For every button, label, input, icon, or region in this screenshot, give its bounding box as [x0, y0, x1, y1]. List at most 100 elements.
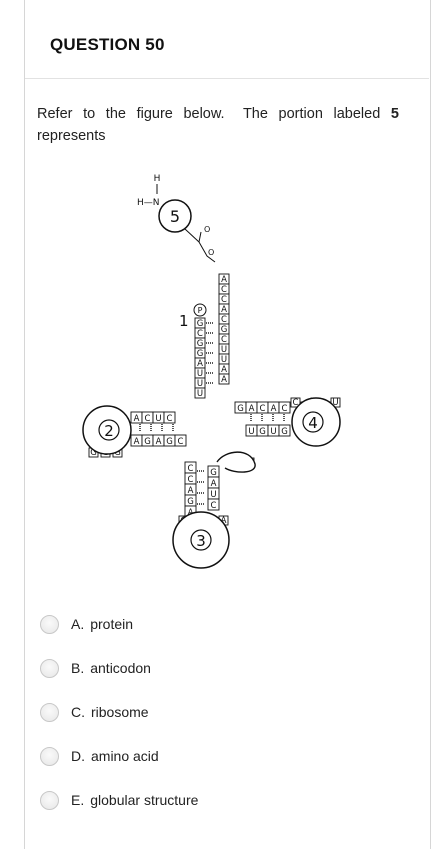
nt-t-bottom: U: [248, 427, 254, 437]
nt-d-top: A: [134, 414, 140, 424]
nt-ac-loop: A: [221, 516, 227, 526]
nt-t-top: G: [237, 404, 244, 414]
question-title: QUESTION 50: [50, 35, 165, 54]
label-3: 3: [196, 532, 206, 550]
nt-stem-3: G: [221, 325, 228, 335]
nt-stem-3: A: [221, 365, 227, 375]
label-h-top: H: [154, 174, 161, 184]
nt-stem-5-box: [194, 387, 206, 399]
label-carbonyl-o: O: [204, 225, 210, 234]
option-c[interactable]: C. ribosome: [40, 690, 420, 734]
nt-stem-5: G: [197, 349, 204, 359]
nt-acceptor-3: C: [221, 295, 227, 305]
nt-stem-3: U: [221, 345, 227, 355]
label-5: 5: [170, 207, 180, 226]
nt-t-loop-box: [290, 397, 301, 408]
nt-d-loop: G: [90, 448, 97, 458]
nt-t-top: C: [260, 404, 266, 414]
label-h-left: H—N: [137, 198, 160, 208]
option-d[interactable]: D. amino acid: [40, 734, 420, 778]
nt-ac-left: C: [188, 475, 194, 485]
nt-d-bottom: C: [178, 437, 184, 447]
prompt-text-2: The portion labeled: [242, 106, 381, 122]
title-divider: [25, 78, 429, 79]
nt-acceptor-3: A: [221, 305, 227, 315]
nt-stem-5: U: [197, 369, 203, 379]
nt-d-loop: G: [114, 448, 121, 458]
option-c-letter: C.: [71, 704, 85, 720]
question-prompt: Refer to the figure below. The portion l…: [37, 103, 399, 147]
prompt-bold-label: 5: [390, 106, 399, 122]
nt-t-bottom: G: [281, 427, 288, 437]
nt-d-top: C: [145, 414, 151, 424]
radio-e[interactable]: [40, 790, 59, 810]
option-a-text: protein: [90, 616, 134, 632]
nt-t-top: C: [282, 404, 288, 414]
nt-ac-right: C: [211, 501, 217, 511]
option-b[interactable]: B. anticodon: [40, 646, 420, 690]
label-2: 2: [104, 422, 114, 440]
nt-t-bottom: U: [270, 427, 276, 437]
nt-stem-5: A: [197, 359, 203, 369]
nt-stem-5: G: [197, 319, 204, 329]
circle-4: [302, 411, 324, 433]
option-a-letter: A.: [71, 616, 85, 632]
nt-stem-3: U: [221, 355, 227, 365]
nt-stem-5: C: [197, 329, 203, 339]
nt-acceptor-3: A: [221, 275, 227, 285]
label-phosphate: P: [198, 306, 203, 315]
circle-2: [98, 419, 120, 441]
nt-t-top: A: [271, 404, 277, 414]
prompt-text-3: represents: [37, 128, 106, 144]
option-e[interactable]: E. globular structure: [40, 778, 420, 822]
nt-ac-right: U: [210, 490, 216, 500]
nt-stem-5: G: [197, 339, 204, 349]
option-a[interactable]: A. protein: [40, 602, 420, 646]
nt-ac-right: G: [210, 468, 217, 478]
nt-stem-3: A: [221, 375, 227, 385]
nt-t-top: A: [249, 404, 255, 414]
nt-d-bottom: G: [144, 437, 151, 447]
nt-stem-3-box: [218, 373, 230, 385]
option-d-text: amino acid: [91, 748, 159, 764]
option-e-text: globular structure: [90, 792, 199, 808]
nt-ac-left: G: [187, 497, 194, 507]
nt-t-loop: U: [332, 398, 338, 408]
nt-stem-3: C: [221, 335, 227, 345]
nt-acceptor-3: C: [221, 285, 227, 295]
option-e-letter: E.: [71, 792, 85, 808]
prompt-text-1: Refer to the figure below.: [37, 106, 225, 122]
nt-d-bottom: G: [166, 437, 173, 447]
radio-b[interactable]: [40, 658, 59, 678]
label-ester-o: O: [208, 248, 214, 257]
option-c-text: ribosome: [91, 704, 149, 720]
circle-5: [158, 199, 192, 233]
radio-c[interactable]: [40, 702, 59, 722]
nt-t-loop: C: [293, 398, 299, 408]
nt-t-bottom: G: [259, 427, 266, 437]
nt-ac-left: C: [188, 464, 194, 474]
nt-stem-5: U: [197, 379, 203, 389]
nt-stem-3: C: [221, 315, 227, 325]
nt-d-bottom-box: [174, 434, 187, 447]
circle-3: [190, 529, 212, 551]
nt-d-top: U: [155, 414, 161, 424]
option-b-text: anticodon: [90, 660, 151, 676]
nt-t-top-box: [278, 401, 291, 414]
nt-d-bottom: A: [156, 437, 162, 447]
option-d-letter: D.: [71, 748, 85, 764]
phosphate-circle: [193, 303, 207, 317]
nt-ac-left: A: [188, 508, 194, 518]
nt-ac-right-box: [207, 498, 220, 511]
nt-stem-5: U: [197, 389, 203, 399]
radio-d[interactable]: [40, 746, 59, 766]
nt-d-top-box: [163, 411, 176, 424]
nt-ac-right: A: [211, 479, 217, 489]
radio-a[interactable]: [40, 614, 59, 634]
d-arm: ACUCAGAGCGGG: [88, 411, 187, 458]
nt-t-bottom-box: [278, 424, 291, 437]
nt-d-top: C: [167, 414, 173, 424]
